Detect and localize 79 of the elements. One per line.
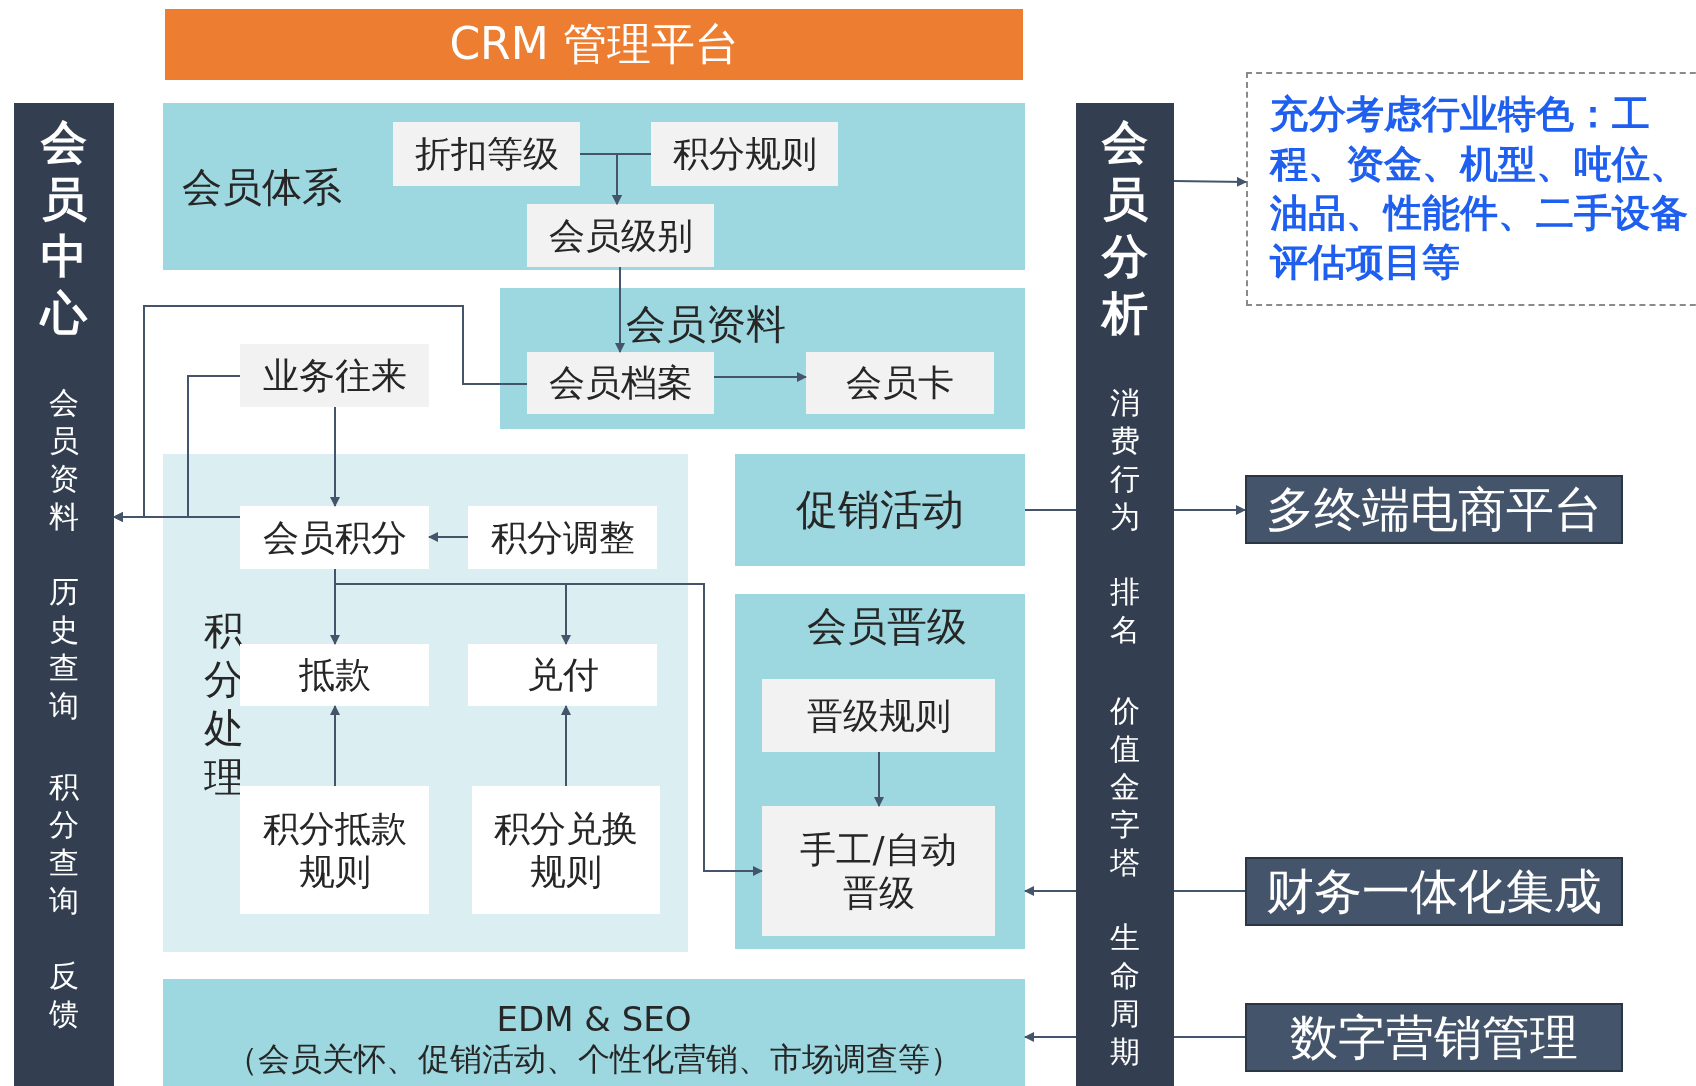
box-label: 晋级规则	[806, 693, 951, 738]
box-label: EDM & SEO	[496, 999, 692, 1041]
arrow	[1024, 1032, 1077, 1042]
title-text: CRM 管理平台	[449, 18, 739, 71]
box-label: 抵款	[298, 653, 371, 697]
title-banner	[165, 9, 1023, 80]
bar-item: 反馈	[48, 957, 80, 1033]
note-box	[1246, 72, 1696, 306]
section-band	[163, 103, 1025, 270]
note-text: 充分考虑行业特色：工程、资金、机型、吨位、油品、性能件、二手设备评估项目等	[1270, 91, 1689, 287]
arrow	[1173, 505, 1246, 515]
bar-heading: 会员分析	[1100, 114, 1149, 342]
bar-item: 消费行为	[1109, 384, 1141, 536]
bar-item: 价值金字塔	[1109, 692, 1141, 882]
box-label: 业务往来	[262, 353, 407, 398]
platform-box	[1245, 857, 1623, 926]
bar-item: 积分查询	[48, 768, 80, 920]
bar-item: 生命周期	[1109, 919, 1141, 1071]
platform-box	[1245, 1003, 1623, 1072]
arrow	[1024, 886, 1077, 896]
process-box	[468, 506, 657, 569]
arrow	[612, 153, 652, 205]
process-box	[240, 644, 429, 706]
process-box	[762, 806, 995, 936]
connector-line	[1024, 509, 1077, 511]
arrow	[330, 406, 340, 507]
bar-item: 历史查询	[48, 573, 80, 725]
process-box	[527, 352, 714, 414]
box-label: 会员积分	[262, 515, 407, 560]
box-label: 积分抵款规则	[261, 806, 408, 894]
bar-item: 排名	[1109, 573, 1141, 649]
box-label: 数字营销管理	[1290, 1008, 1578, 1067]
box-label: 积分兑换规则	[493, 806, 639, 894]
arrow	[713, 372, 807, 382]
process-box	[762, 679, 995, 752]
bar-heading: 会员中心	[39, 114, 89, 342]
process-box	[240, 506, 429, 569]
arrow	[874, 751, 884, 807]
box-label: 多终端电商平台	[1266, 480, 1602, 539]
section-heading: 会员晋级	[807, 604, 967, 648]
process-box	[240, 344, 429, 407]
box-label: 积分调整	[490, 515, 635, 560]
connector-line	[1173, 1036, 1246, 1038]
arrow	[113, 305, 528, 522]
box-label: 手工/自动晋级	[799, 827, 958, 915]
section-heading: 积分处理	[203, 606, 245, 802]
section-band	[735, 594, 1025, 949]
box-label: 兑付	[526, 653, 599, 697]
box-label: 财务一体化集成	[1266, 862, 1602, 921]
process-box	[240, 786, 429, 914]
section-heading: 会员体系	[182, 165, 342, 209]
section-band	[500, 288, 1025, 429]
arrow	[428, 532, 469, 542]
bar-item: 会员资料	[48, 384, 80, 536]
process-box	[468, 644, 657, 706]
arrow	[561, 705, 571, 787]
side-bar	[1076, 103, 1174, 1086]
section-band	[163, 979, 1025, 1086]
connector-line	[1173, 890, 1246, 892]
box-label: 会员档案	[548, 361, 693, 405]
arrow	[1173, 176, 1247, 187]
process-box	[472, 786, 660, 914]
process-box	[393, 122, 580, 186]
box-label: 折扣等级	[414, 132, 559, 176]
box-label: 促销活动	[796, 484, 964, 536]
box-label: 积分规则	[672, 132, 817, 176]
process-box	[527, 204, 714, 267]
box-label: 会员级别	[548, 213, 693, 258]
process-box	[651, 122, 838, 186]
section-panel	[163, 454, 688, 952]
process-box	[806, 352, 994, 414]
section-box	[735, 454, 1025, 566]
section-heading: 会员资料	[626, 302, 786, 346]
arrow	[615, 266, 625, 353]
arrow	[330, 705, 340, 787]
side-bar	[14, 103, 114, 1086]
platform-box	[1245, 475, 1623, 544]
box-label: 会员卡	[846, 361, 954, 405]
box-label: （会员关怀、促销活动、个性化营销、市场调查等）	[226, 1040, 962, 1079]
